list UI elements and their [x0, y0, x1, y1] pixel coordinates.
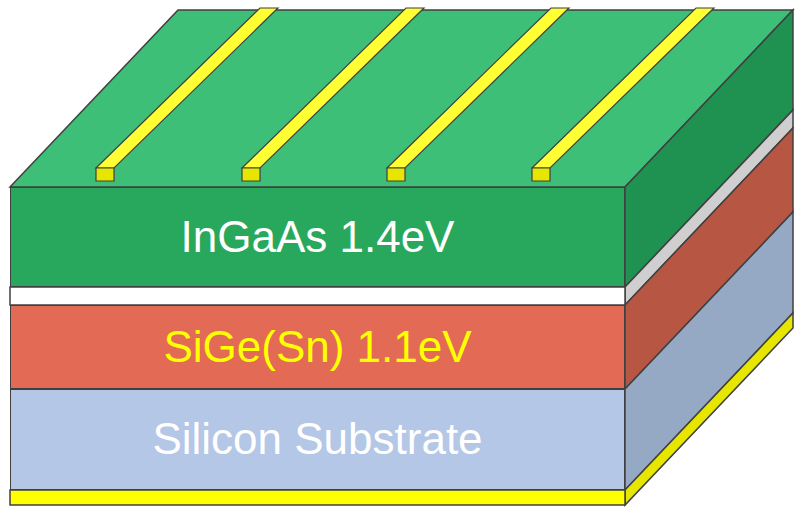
ingaas-band: InGaAs 1.4eV — [10, 187, 625, 287]
layer-label: Silicon Substrate — [152, 415, 482, 463]
bottom-contact — [10, 490, 625, 505]
contact-side — [625, 313, 793, 505]
interlayer-front — [10, 287, 625, 305]
substrate-band: Silicon Substrate — [10, 389, 625, 490]
finger-contacts — [96, 8, 714, 181]
sige-band: SiGe(Sn) 1.1eV — [10, 305, 625, 389]
layer-label: InGaAs 1.4eV — [181, 213, 455, 261]
layer-label: SiGe(Sn) 1.1eV — [163, 323, 471, 371]
